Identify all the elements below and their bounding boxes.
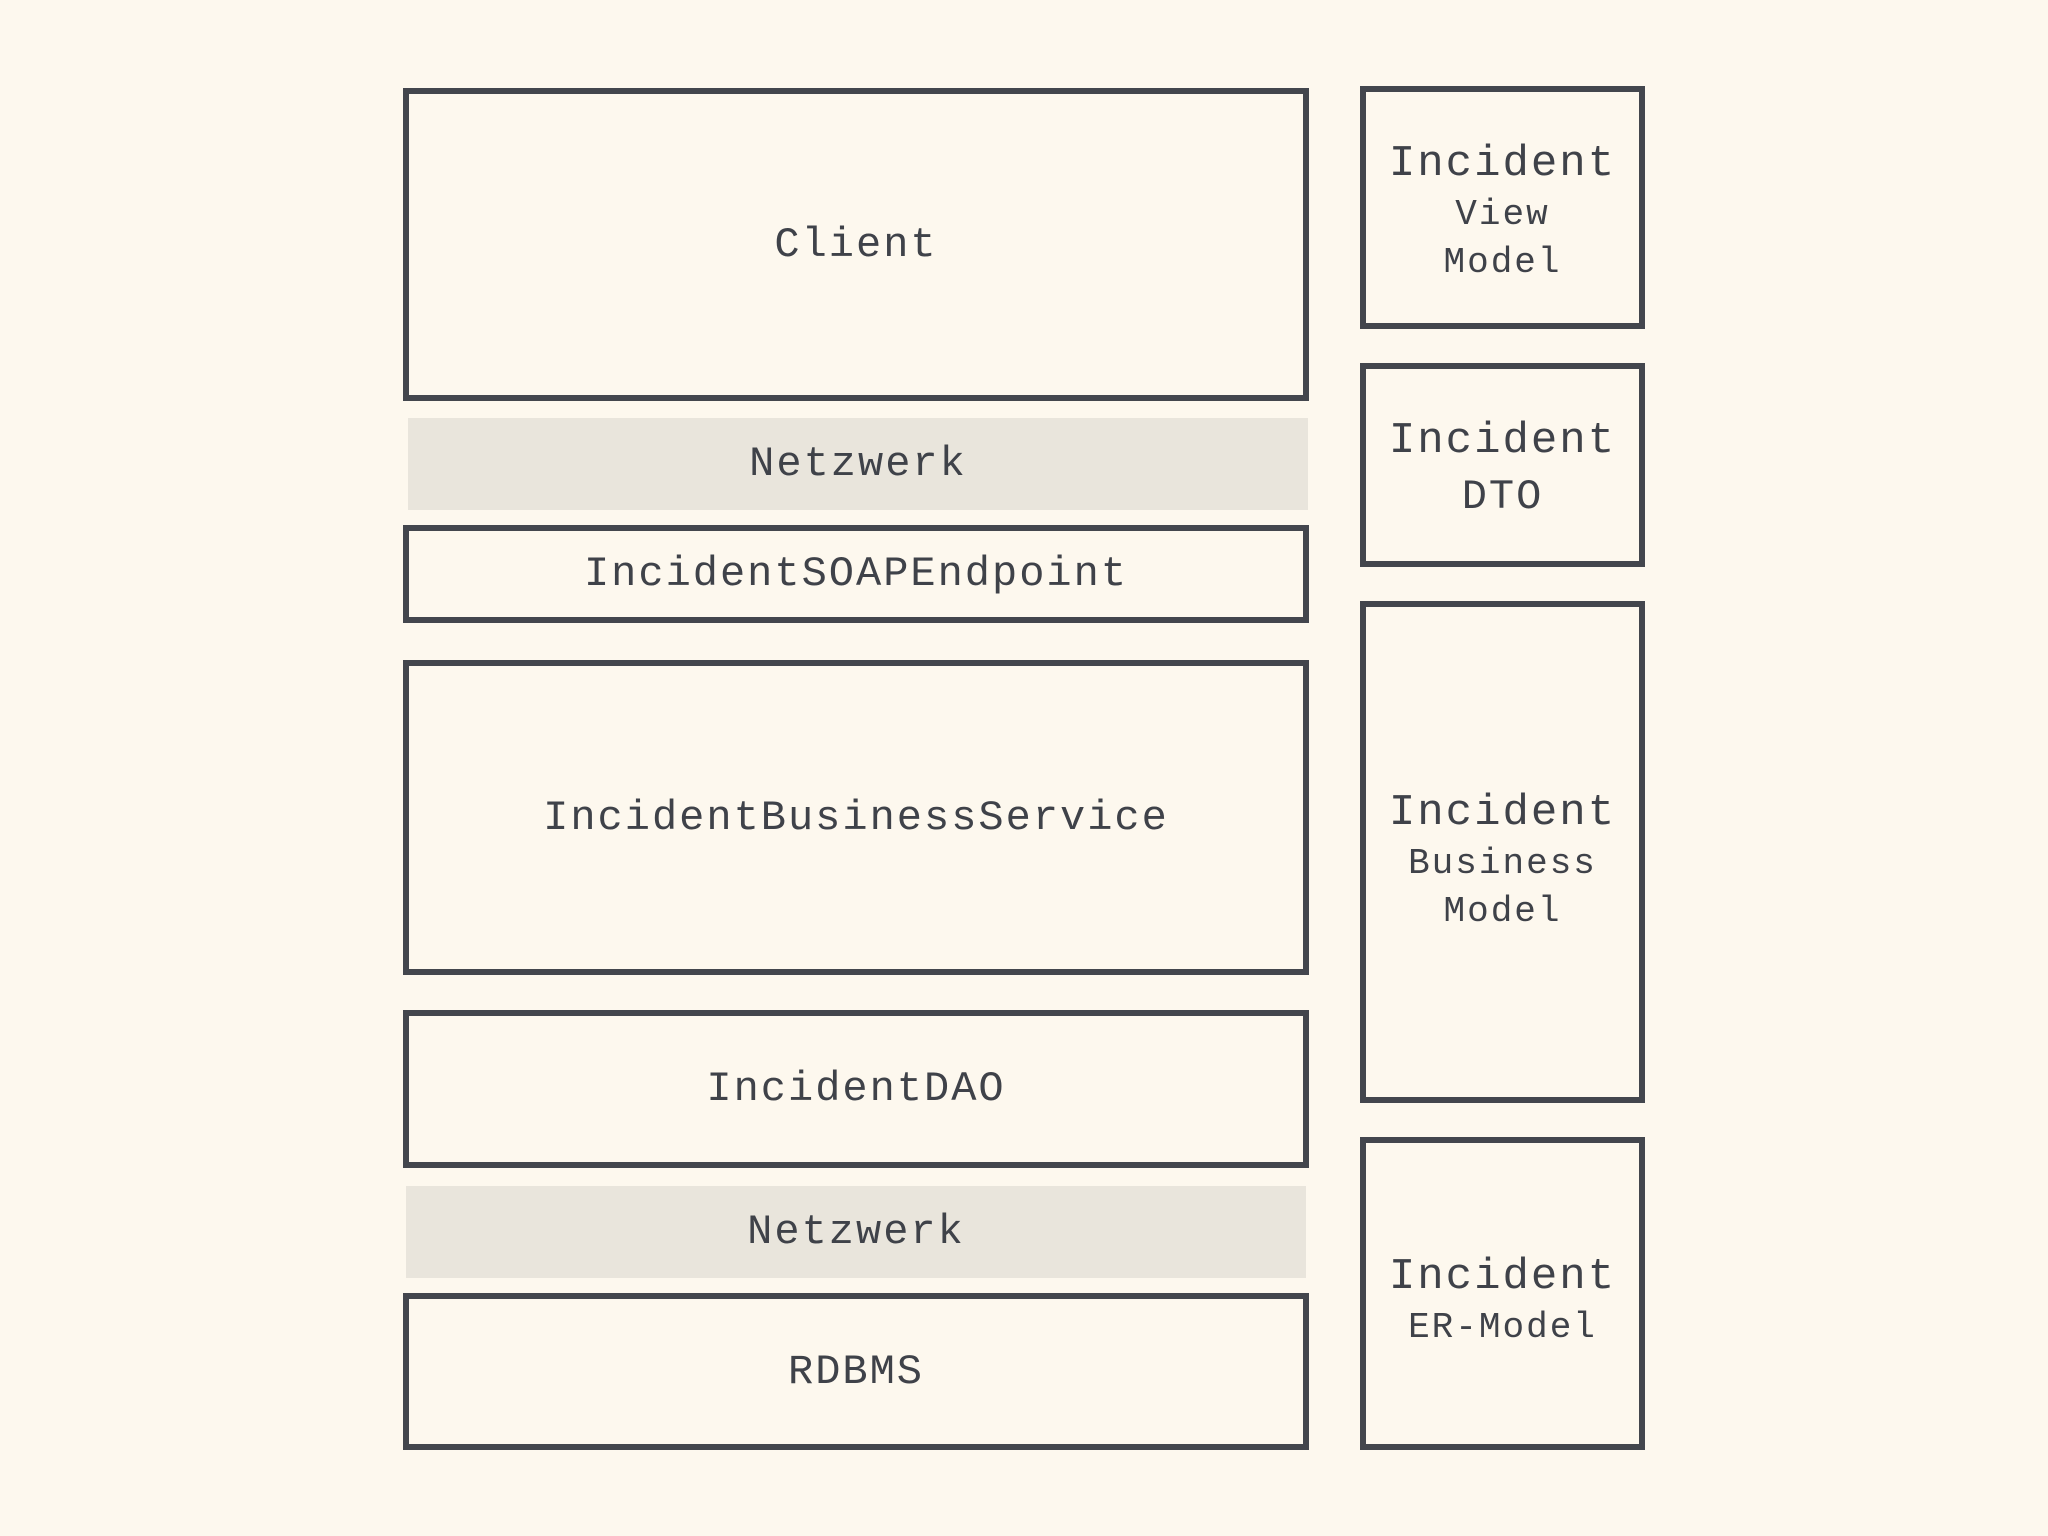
soap-endpoint-label: IncidentSOAPEndpoint	[583, 550, 1129, 598]
er-model-line-1: ER-Model	[1408, 1306, 1597, 1348]
incident-dto-box: Incident DTO	[1360, 363, 1645, 567]
dto-title: Incident	[1388, 416, 1617, 466]
view-model-title: Incident	[1388, 139, 1617, 189]
client-label: Client	[774, 220, 938, 269]
netzwerk-bottom-band: Netzwerk	[406, 1186, 1306, 1278]
business-service-layer: IncidentBusinessService	[403, 660, 1309, 975]
business-model-line-1: Business	[1408, 842, 1597, 884]
dao-layer: IncidentDAO	[403, 1010, 1309, 1168]
rdbms-layer: RDBMS	[403, 1293, 1309, 1450]
incident-view-model-box: Incident View Model	[1360, 86, 1645, 329]
client-layer: Client	[403, 88, 1309, 401]
business-service-label: IncidentBusinessService	[543, 793, 1169, 842]
netzwerk-top-band: Netzwerk	[408, 418, 1308, 510]
incident-er-model-box: Incident ER-Model	[1360, 1137, 1645, 1450]
dao-label: IncidentDAO	[706, 1065, 1006, 1113]
dto-line-1: DTO	[1461, 472, 1544, 521]
netzwerk-top-label: Netzwerk	[749, 440, 967, 488]
er-model-title: Incident	[1388, 1252, 1617, 1302]
netzwerk-bottom-label: Netzwerk	[747, 1208, 965, 1256]
view-model-line-1: View	[1455, 193, 1550, 235]
view-model-line-2: Model	[1443, 242, 1562, 284]
soap-endpoint-layer: IncidentSOAPEndpoint	[403, 525, 1309, 623]
incident-business-model-box: Incident Business Model	[1360, 601, 1645, 1103]
business-model-line-2: Model	[1443, 891, 1562, 933]
business-model-title: Incident	[1388, 788, 1617, 838]
rdbms-label: RDBMS	[787, 1347, 925, 1396]
